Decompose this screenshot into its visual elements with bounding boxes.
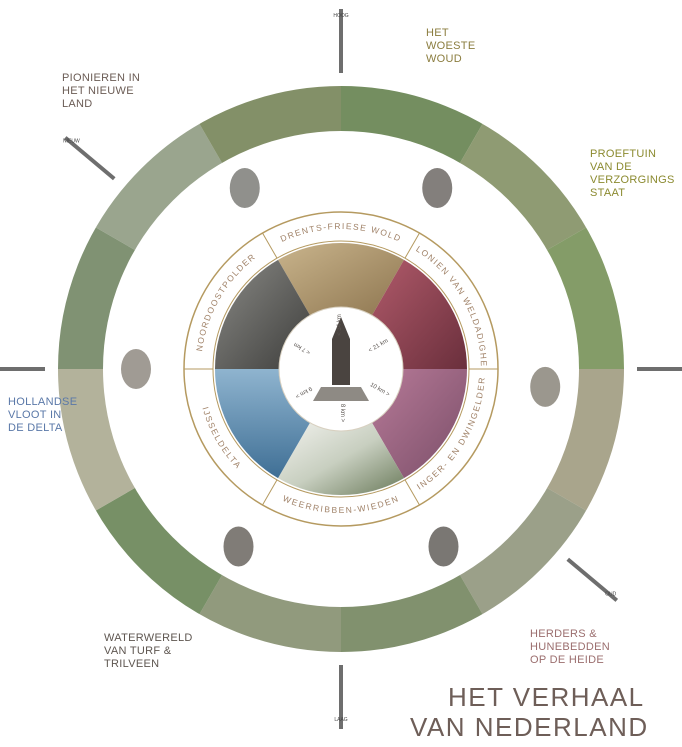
center-distance-label: 8 km >	[339, 404, 345, 423]
title-line-2: VAN NEDERLAND	[410, 712, 649, 742]
label-wild-forest: HET WOESTE WOUD	[426, 27, 476, 65]
title-line-1: HET VERHAAL	[448, 682, 645, 712]
outer-photo-segment	[88, 487, 224, 622]
portrait-illustration	[530, 366, 561, 407]
portrait-illustration	[229, 167, 260, 208]
axis-label-bottom-right: OUD	[605, 591, 617, 597]
wedge-drents-friese-wold	[278, 243, 404, 316]
portrait-illustration	[121, 349, 151, 389]
church-tower-icon	[332, 317, 350, 385]
region-ring-divider	[404, 479, 420, 506]
center-distance-label: < 34 km	[337, 314, 343, 336]
region-ring-divider	[404, 232, 420, 259]
portrait-illustration	[422, 167, 453, 208]
portrait-illustration	[223, 526, 254, 567]
outer-photo-segment	[459, 487, 594, 622]
portrait-illustration	[428, 526, 459, 567]
region-ring-divider	[262, 479, 278, 506]
label-waterworld: WATERWERELD VAN TURF & TRILVEEN	[104, 632, 193, 670]
axis-line-top-left	[63, 136, 116, 181]
outer-ring-edge	[40, 68, 642, 670]
wedge-noordoostpolder	[215, 259, 310, 369]
tower-base-icon	[313, 387, 369, 401]
label-welfare-state: PROEFTUIN VAN DE VERZORGINGS STAAT	[590, 148, 675, 199]
axis-label-top-left: NIEUW	[63, 139, 80, 145]
outer-photo-segment	[459, 116, 594, 252]
wedge-weerribben	[278, 422, 404, 495]
outer-photo-segment	[88, 116, 224, 252]
axis-label-bottom: LAAG	[334, 717, 347, 723]
label-dutch-fleet: HOLLANDSE VLOOT IN DE DELTA	[8, 396, 78, 434]
region-ring-divider	[262, 232, 278, 259]
wedge-kolonien	[372, 259, 467, 369]
label-herders: HERDERS & HUNEBEDDEN OP DE HEIDE	[530, 628, 611, 666]
wedge-holtinger	[372, 369, 467, 479]
wedge-ijsseldelta	[215, 369, 310, 479]
axis-label-top: HOOG	[333, 13, 348, 19]
label-pioneers: PIONIEREN IN HET NIEUWE LAND	[62, 72, 141, 110]
axis-line-bottom-right	[566, 557, 619, 602]
